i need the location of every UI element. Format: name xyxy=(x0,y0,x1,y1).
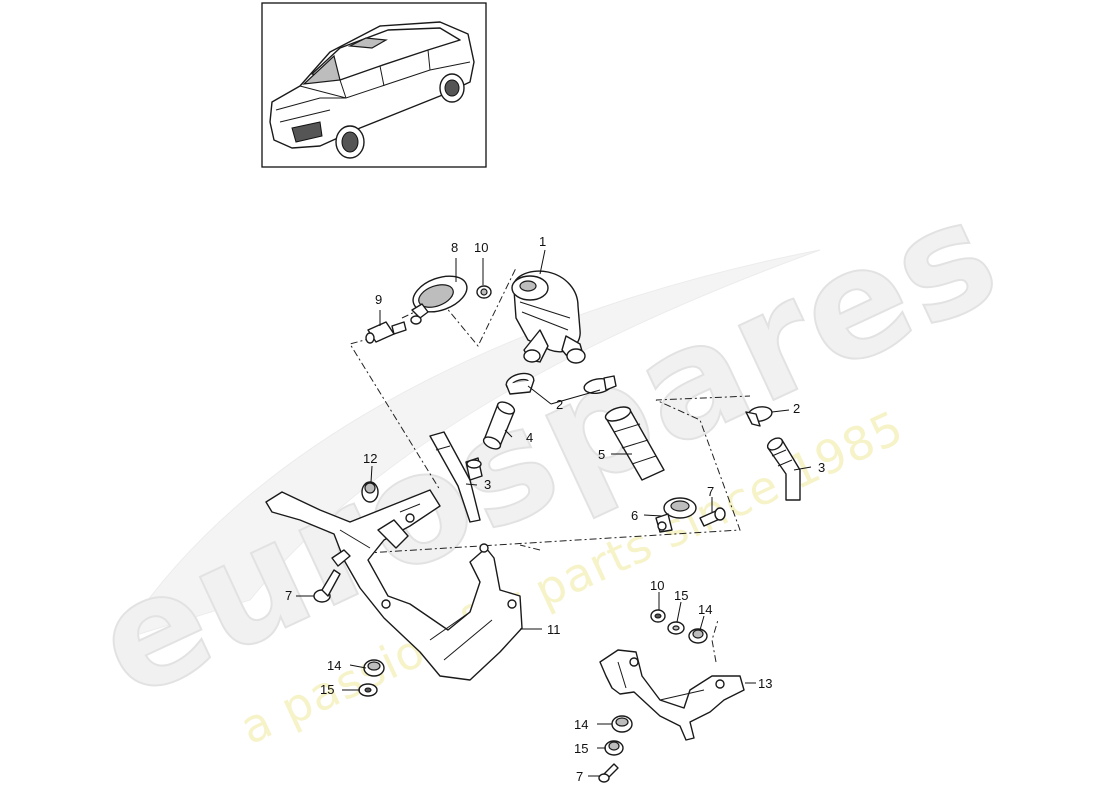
callout-7-left[interactable]: 7 xyxy=(285,588,292,603)
callout-2-right[interactable]: 2 xyxy=(793,401,800,416)
callout-9[interactable]: 9 xyxy=(375,292,382,307)
part-5-hose[interactable] xyxy=(604,404,665,481)
callout-6[interactable]: 6 xyxy=(631,508,638,523)
part-3-pipe-center[interactable] xyxy=(429,431,483,523)
callout-14-left[interactable]: 14 xyxy=(327,658,341,673)
car-suv-icon xyxy=(269,21,475,159)
callout-7-right[interactable]: 7 xyxy=(707,484,714,499)
watermark-swoosh xyxy=(118,249,821,641)
callout-14-right[interactable]: 14 xyxy=(698,602,712,617)
part-14-bushing-bottom[interactable] xyxy=(611,715,633,733)
part-3-elbow-right[interactable] xyxy=(766,436,801,501)
part-6-clamp[interactable] xyxy=(655,497,697,533)
callout-11[interactable]: 11 xyxy=(547,622,561,637)
callout-4[interactable]: 4 xyxy=(526,430,533,445)
callouts: 1 8 10 9 2 2 4 3 3 5 6 7 12 7 11 14 15 1… xyxy=(285,234,825,784)
callout-2-center[interactable]: 2 xyxy=(556,397,563,412)
callout-10-lower[interactable]: 10 xyxy=(650,578,664,593)
part-15-washer-bottom[interactable] xyxy=(604,740,624,756)
callout-15-left[interactable]: 15 xyxy=(320,682,334,697)
callout-3-right[interactable]: 3 xyxy=(818,460,825,475)
callout-14-bottom[interactable]: 14 xyxy=(574,717,588,732)
callout-15-right[interactable]: 15 xyxy=(674,588,688,603)
callout-7-bottom[interactable]: 7 xyxy=(576,769,583,784)
part-15-washer-right[interactable] xyxy=(667,621,685,635)
part-8-cover[interactable] xyxy=(408,269,472,325)
part-14-bushing-left[interactable] xyxy=(363,659,385,677)
part-10-nut-upper[interactable] xyxy=(476,285,492,299)
part-7-bolt-left[interactable] xyxy=(313,549,351,603)
part-13-bracket[interactable] xyxy=(599,649,745,741)
callout-5[interactable]: 5 xyxy=(598,447,605,462)
callout-8[interactable]: 8 xyxy=(451,240,458,255)
part-10-nut-lower[interactable] xyxy=(650,609,666,623)
callout-12[interactable]: 12 xyxy=(363,451,377,466)
part-9-sensor[interactable] xyxy=(365,321,407,344)
part-11-bracket[interactable] xyxy=(265,489,523,681)
leader-lines xyxy=(296,249,812,777)
part-12-grommet[interactable] xyxy=(361,481,379,503)
part-7-bolt-right[interactable] xyxy=(699,507,726,527)
callout-15-bottom[interactable]: 15 xyxy=(574,741,588,756)
part-2-clamp-a[interactable] xyxy=(504,371,535,395)
part-7-bolt-bottom[interactable] xyxy=(598,763,619,783)
callout-1[interactable]: 1 xyxy=(539,234,546,249)
callout-13[interactable]: 13 xyxy=(758,676,772,691)
part-4-hose[interactable] xyxy=(482,400,517,452)
vehicle-thumbnail[interactable] xyxy=(261,2,487,168)
part-2-clamp-c[interactable] xyxy=(745,405,773,427)
callout-3-center[interactable]: 3 xyxy=(484,477,491,492)
part-2-clamp-b[interactable] xyxy=(583,375,617,395)
part-15-washer-left[interactable] xyxy=(358,683,378,697)
watermark: eurospares a passion for parts since 198… xyxy=(71,165,1024,755)
part-14-bushing-right[interactable] xyxy=(688,628,708,644)
callout-10-upper[interactable]: 10 xyxy=(474,240,488,255)
part-1-water-pump[interactable] xyxy=(511,270,586,364)
